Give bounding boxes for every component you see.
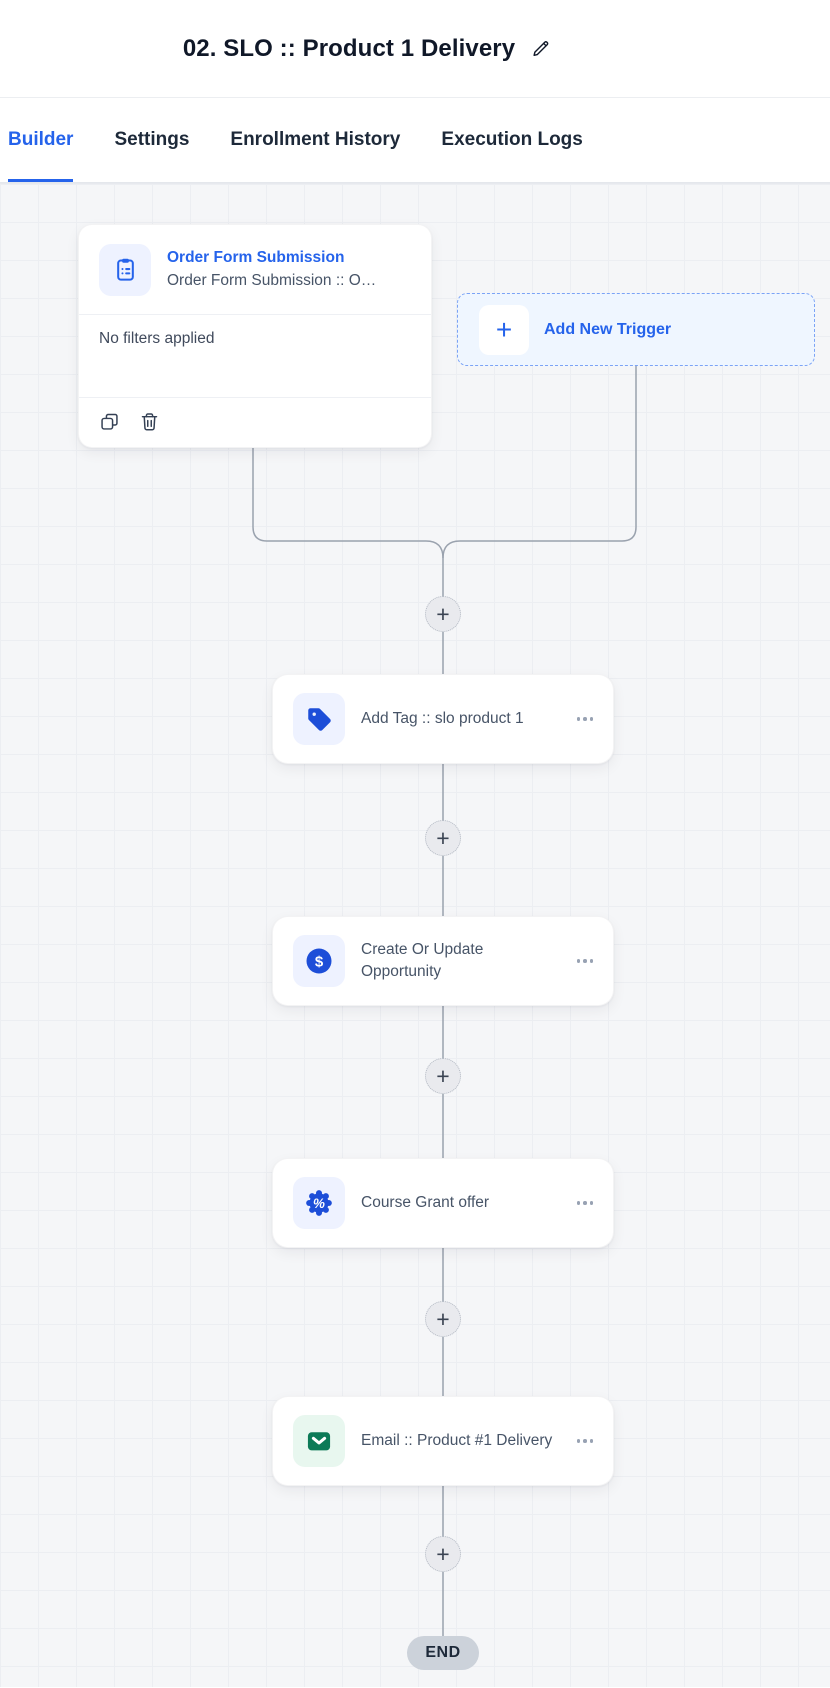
tab-bar: Builder Settings Enrollment History Exec… [0,98,830,183]
svg-text:$: $ [315,953,324,970]
dollar-icon: $ [293,935,345,987]
email-icon [293,1415,345,1467]
trigger-subtitle: Order Form Submission :: O… [167,272,377,289]
trigger-card-footer [79,398,431,447]
tab-execution-logs[interactable]: Execution Logs [441,129,583,150]
delete-trigger-button[interactable] [139,411,160,432]
plus-icon: + [479,304,529,355]
pencil-icon [530,38,551,59]
connector-trigger-left [252,448,444,674]
trigger-divider-bottom [79,397,431,398]
add-new-trigger-label: Add New Trigger [544,320,672,338]
end-node: END [407,1636,479,1670]
clipboard-list-icon [99,243,151,296]
more-menu-icon[interactable] [575,713,596,725]
trash-icon [139,411,160,432]
add-action-button-4[interactable]: + [425,1301,461,1337]
trigger-filters-text: No filters applied [99,330,215,347]
discount-badge-icon: % [293,1177,345,1229]
action-card-email[interactable]: Email :: Product #1 Delivery [272,1396,614,1486]
tab-enrollment-history[interactable]: Enrollment History [230,129,401,150]
trigger-title: Order Form Submission [167,249,345,266]
add-action-button-2[interactable]: + [425,820,461,856]
workflow-header: 02. SLO :: Product 1 Delivery [0,0,830,98]
action-label: Course Grant offer [361,1193,490,1211]
copy-icon [99,411,120,432]
trigger-card[interactable]: Order Form Submission Order Form Submiss… [78,224,432,448]
workflow-canvas[interactable]: Order Form Submission Order Form Submiss… [0,183,830,1687]
add-action-button-3[interactable]: + [425,1058,461,1094]
add-action-button-5[interactable]: + [425,1536,461,1572]
page-title: 02. SLO :: Product 1 Delivery [182,34,516,62]
edit-title-button[interactable] [530,38,551,59]
action-label: Create Or Update Opportunity [361,940,484,980]
title-wrap: 02. SLO :: Product 1 Delivery [183,35,551,63]
svg-text:%: % [313,1196,325,1211]
action-card-course-grant[interactable]: % Course Grant offer [272,1158,614,1248]
trigger-card-header: Order Form Submission Order Form Submiss… [79,225,431,314]
more-menu-icon[interactable] [575,1197,596,1209]
add-action-button-1[interactable]: + [425,596,461,632]
tab-builder[interactable]: Builder [8,98,74,182]
connector-trigger-right [442,366,637,559]
copy-trigger-button[interactable] [99,411,120,432]
action-card-opportunity[interactable]: $ Create Or Update Opportunity [272,916,614,1006]
trigger-divider-top [79,314,431,315]
tab-settings[interactable]: Settings [114,129,190,150]
more-menu-icon[interactable] [575,1435,596,1447]
action-card-add-tag[interactable]: Add Tag :: slo product 1 [272,674,614,764]
more-menu-icon[interactable] [575,955,596,967]
tag-icon [293,693,345,745]
trigger-titles: Order Form Submission Order Form Submiss… [167,249,376,290]
action-label: Email :: Product #1 Delivery [361,1431,553,1449]
action-label: Add Tag :: slo product 1 [361,709,524,727]
add-new-trigger-button[interactable]: + Add New Trigger [457,293,815,366]
